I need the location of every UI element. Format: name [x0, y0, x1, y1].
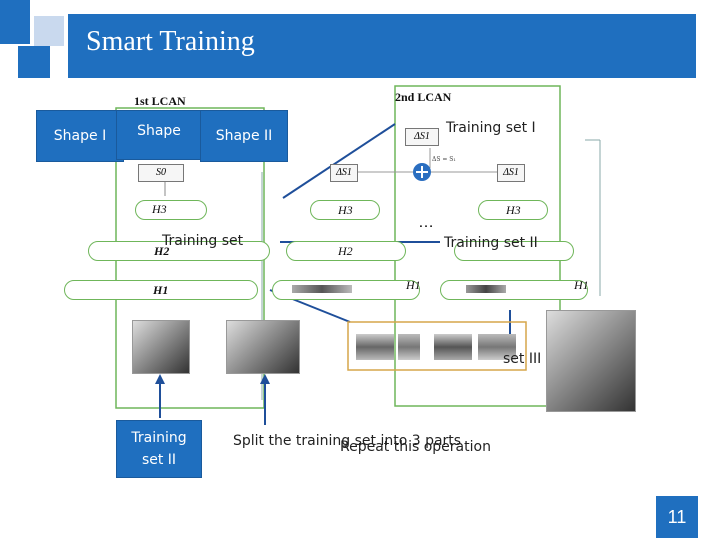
set-iii-label: set III — [503, 351, 542, 367]
h1-label-2b: H1 — [574, 278, 589, 292]
split-text: Split the training set into 3 parts — [233, 433, 462, 449]
repeat-text: Repeat this operation — [340, 439, 491, 455]
shape-box: Shape — [116, 110, 202, 160]
h3-label: H3 — [152, 202, 167, 216]
h1-label: H1 — [153, 283, 169, 297]
lcan1-label: 1st LCAN — [134, 94, 186, 108]
h3-label-2a: H3 — [338, 203, 353, 217]
patch-strip — [466, 285, 506, 293]
arrow-line — [282, 123, 396, 199]
training-set-label: Training set — [162, 233, 244, 249]
decor-square — [18, 46, 50, 78]
face-image-landmarks — [226, 320, 300, 374]
ds1-box-top: ΔS1 — [405, 128, 439, 146]
title-bar — [68, 14, 696, 78]
h2-label-2a: H2 — [338, 244, 353, 258]
h1-layer — [64, 280, 258, 300]
decor-square — [0, 0, 30, 44]
ellipsis: … — [418, 214, 434, 231]
delta-equation: ΔS = S₁ — [432, 156, 456, 163]
nose-crop — [398, 334, 420, 360]
training-set-i-label: Training set I — [446, 120, 536, 136]
crop-frame — [347, 321, 527, 371]
slide-title: Smart Training — [86, 26, 255, 57]
h3-layer-2b — [478, 200, 548, 220]
ds1-box-right: ΔS1 — [497, 164, 525, 182]
h3-label-2b: H3 — [506, 203, 521, 217]
h2-layer-2a — [286, 241, 406, 261]
mouth-crop — [478, 334, 516, 360]
patch-strip — [292, 285, 352, 293]
training-set-ii-box: Training set II — [116, 420, 202, 478]
s0-box: S0 — [138, 164, 184, 182]
shape-ii-box: Shape II — [200, 110, 288, 162]
slide-number: 11 — [656, 496, 698, 538]
h1-layer-2b — [440, 280, 588, 300]
h2-label: H2 — [154, 244, 170, 258]
h1-label-2a: H1 — [406, 278, 421, 292]
shape-i-box: Shape I — [36, 110, 124, 162]
lcan2-label: 2nd LCAN — [395, 90, 452, 104]
eye-crop — [356, 334, 394, 360]
face-image-large — [546, 310, 636, 412]
h3-layer-2a — [310, 200, 380, 220]
h2-layer — [88, 241, 270, 261]
decor-square — [34, 16, 64, 46]
h3-layer — [135, 200, 207, 220]
h2-layer-2b — [454, 241, 574, 261]
training-set-ii-label: Training set II — [444, 235, 538, 251]
eye-crop — [434, 334, 472, 360]
face-image — [132, 320, 190, 374]
ds1-box-left: ΔS1 — [330, 164, 358, 182]
